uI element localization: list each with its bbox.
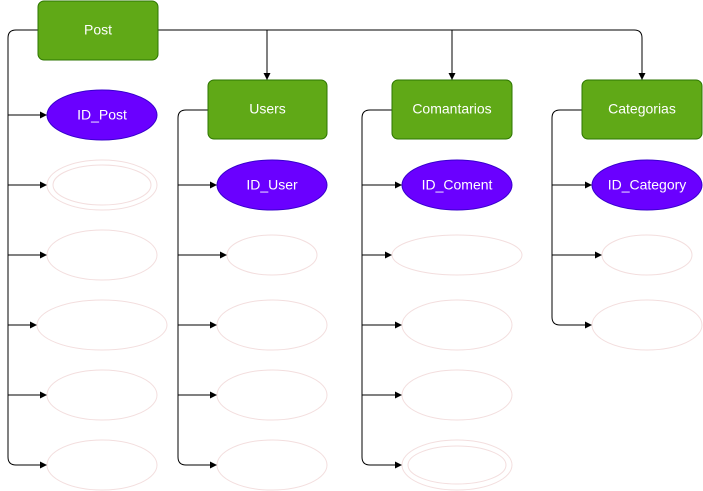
entity-post[interactable]: Post — [37, 0, 159, 61]
attribute-id-post-label: ID_Post — [77, 107, 127, 123]
entity-categorias-label: Categorias — [608, 101, 676, 117]
empty-attribute-inner — [407, 445, 507, 485]
attribute-id-post[interactable]: ID_Post — [46, 89, 158, 141]
bus-comantarios — [361, 109, 392, 466]
empty-attribute[interactable] — [216, 369, 328, 421]
entity-comantarios-box[interactable] — [391, 79, 513, 140]
connectors — [7, 29, 646, 469]
entity-users-box[interactable] — [207, 79, 328, 140]
entity-post-label: Post — [84, 22, 112, 38]
bus-post — [7, 29, 38, 466]
empty-attribute[interactable] — [46, 369, 158, 421]
connector-post-users — [158, 29, 271, 80]
empty-attribute-inner — [52, 164, 152, 206]
empty-attribute[interactable] — [401, 369, 513, 421]
entity-comantarios[interactable]: Comantarios — [391, 79, 513, 140]
attribute-id-category-ellipse[interactable] — [591, 159, 703, 211]
attribute-id-user-ellipse[interactable] — [216, 159, 328, 211]
entity-users-label: Users — [249, 101, 286, 117]
bus-categorias — [551, 109, 582, 326]
attribute-id-post-ellipse[interactable] — [46, 89, 158, 141]
empty-attribute[interactable] — [601, 234, 693, 276]
empty-attribute[interactable] — [216, 299, 328, 351]
connector-post-comantarios — [158, 29, 456, 80]
connector-post-categorias — [158, 29, 646, 80]
entity-post-box[interactable] — [37, 0, 159, 61]
empty-attribute[interactable] — [401, 439, 513, 491]
empty-attribute[interactable] — [591, 299, 703, 351]
attribute-id-coment-ellipse[interactable] — [401, 159, 513, 211]
attribute-id-coment[interactable]: ID_Coment — [401, 159, 513, 211]
entity-categorias[interactable]: Categorias — [581, 79, 703, 140]
attribute-id-coment-label: ID_Coment — [422, 177, 493, 193]
empty-attribute[interactable] — [46, 159, 158, 211]
attribute-id-category-label: ID_Category — [608, 177, 687, 193]
attribute-id-user-label: ID_User — [246, 177, 298, 193]
empty-attribute[interactable] — [391, 234, 523, 276]
entity-users[interactable]: Users — [207, 79, 328, 140]
entity-categorias-box[interactable] — [581, 79, 703, 140]
empty-attribute[interactable] — [226, 234, 318, 276]
empty-attributes — [36, 159, 703, 491]
attribute-id-user[interactable]: ID_User — [216, 159, 328, 211]
entity-comantarios-label: Comantarios — [412, 101, 491, 117]
empty-attribute[interactable] — [46, 439, 158, 491]
empty-attribute[interactable] — [216, 439, 328, 491]
attribute-id-category[interactable]: ID_Category — [591, 159, 703, 211]
empty-attribute[interactable] — [36, 299, 168, 351]
empty-attribute[interactable] — [46, 229, 158, 281]
empty-attribute[interactable] — [401, 299, 513, 351]
bus-users — [177, 109, 208, 466]
